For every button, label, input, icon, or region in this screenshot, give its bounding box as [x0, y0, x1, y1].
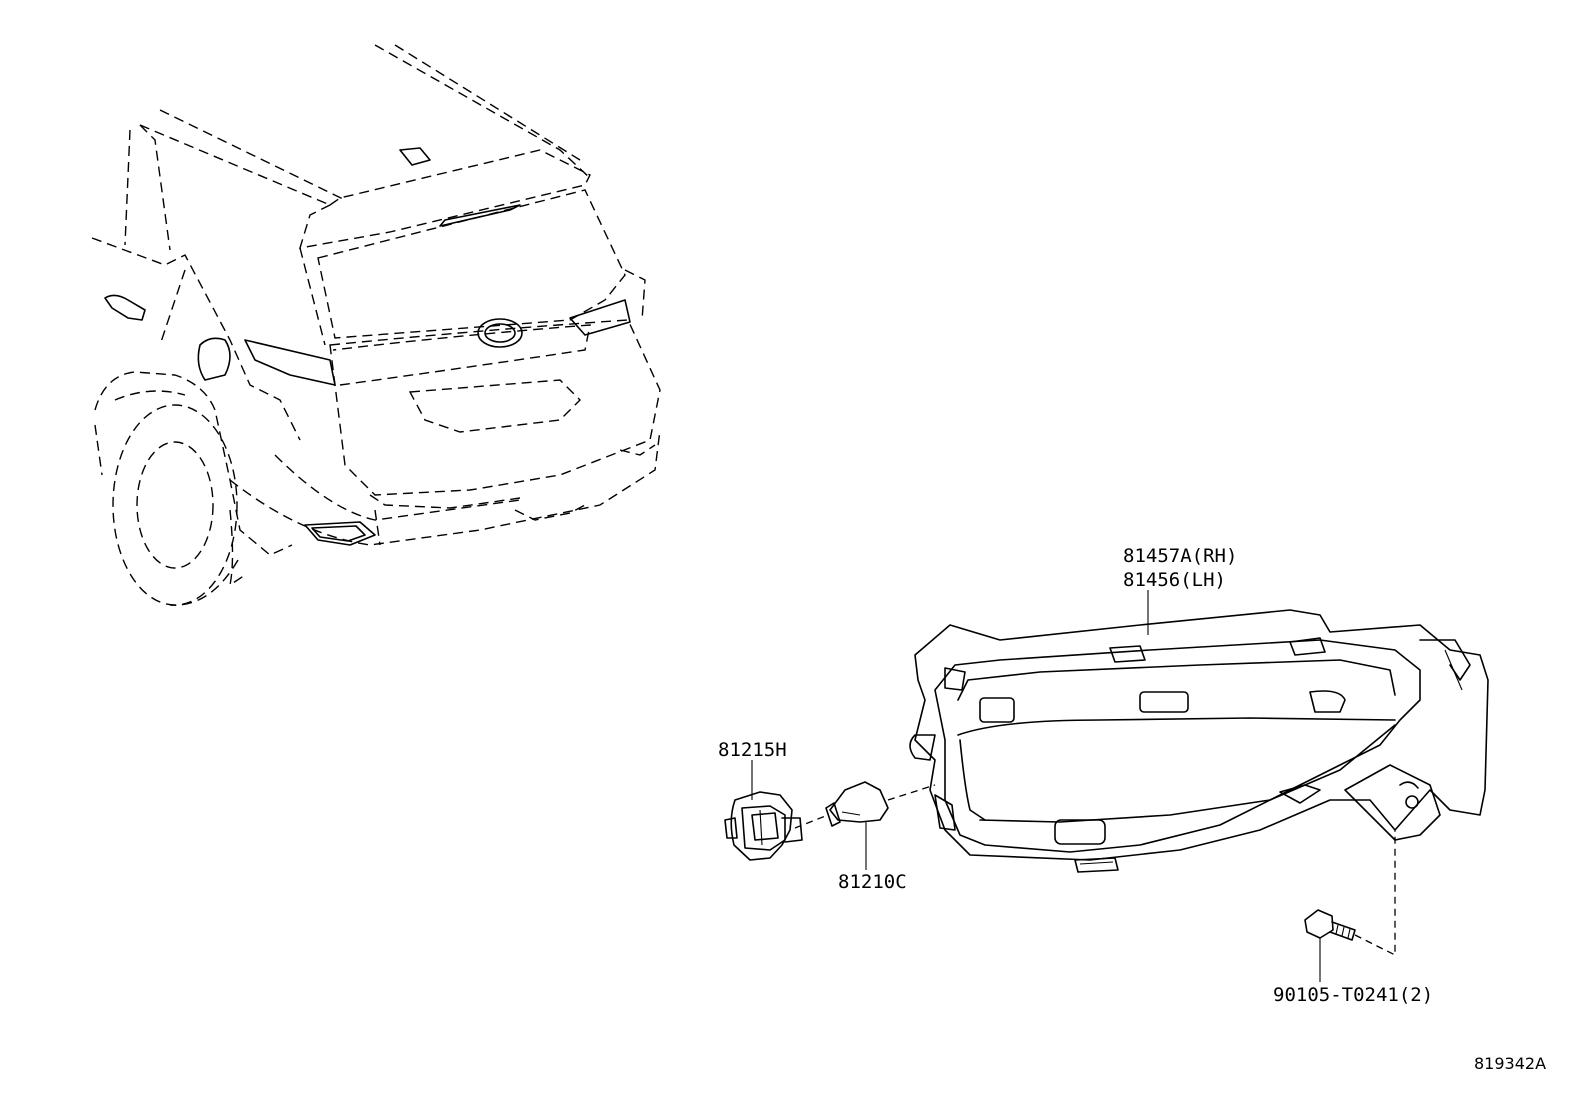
leader-lines	[751, 590, 1396, 982]
bulb	[825, 781, 889, 827]
label-bulb: 81210C	[838, 871, 907, 893]
bolt	[1304, 909, 1356, 941]
diagram-code: 819342A	[1474, 1054, 1546, 1073]
label-socket: 81215H	[718, 739, 787, 761]
bulb-socket	[724, 791, 803, 861]
vehicle-outline	[91, 44, 661, 606]
label-fog-lamp-lh: 81456(LH)	[1123, 569, 1226, 591]
label-bolt: 90105-T0241(2)	[1273, 984, 1433, 1006]
label-fog-lamp-rh: 81457A(RH)	[1123, 545, 1237, 567]
rear-fog-lamp-assembly	[909, 609, 1489, 873]
